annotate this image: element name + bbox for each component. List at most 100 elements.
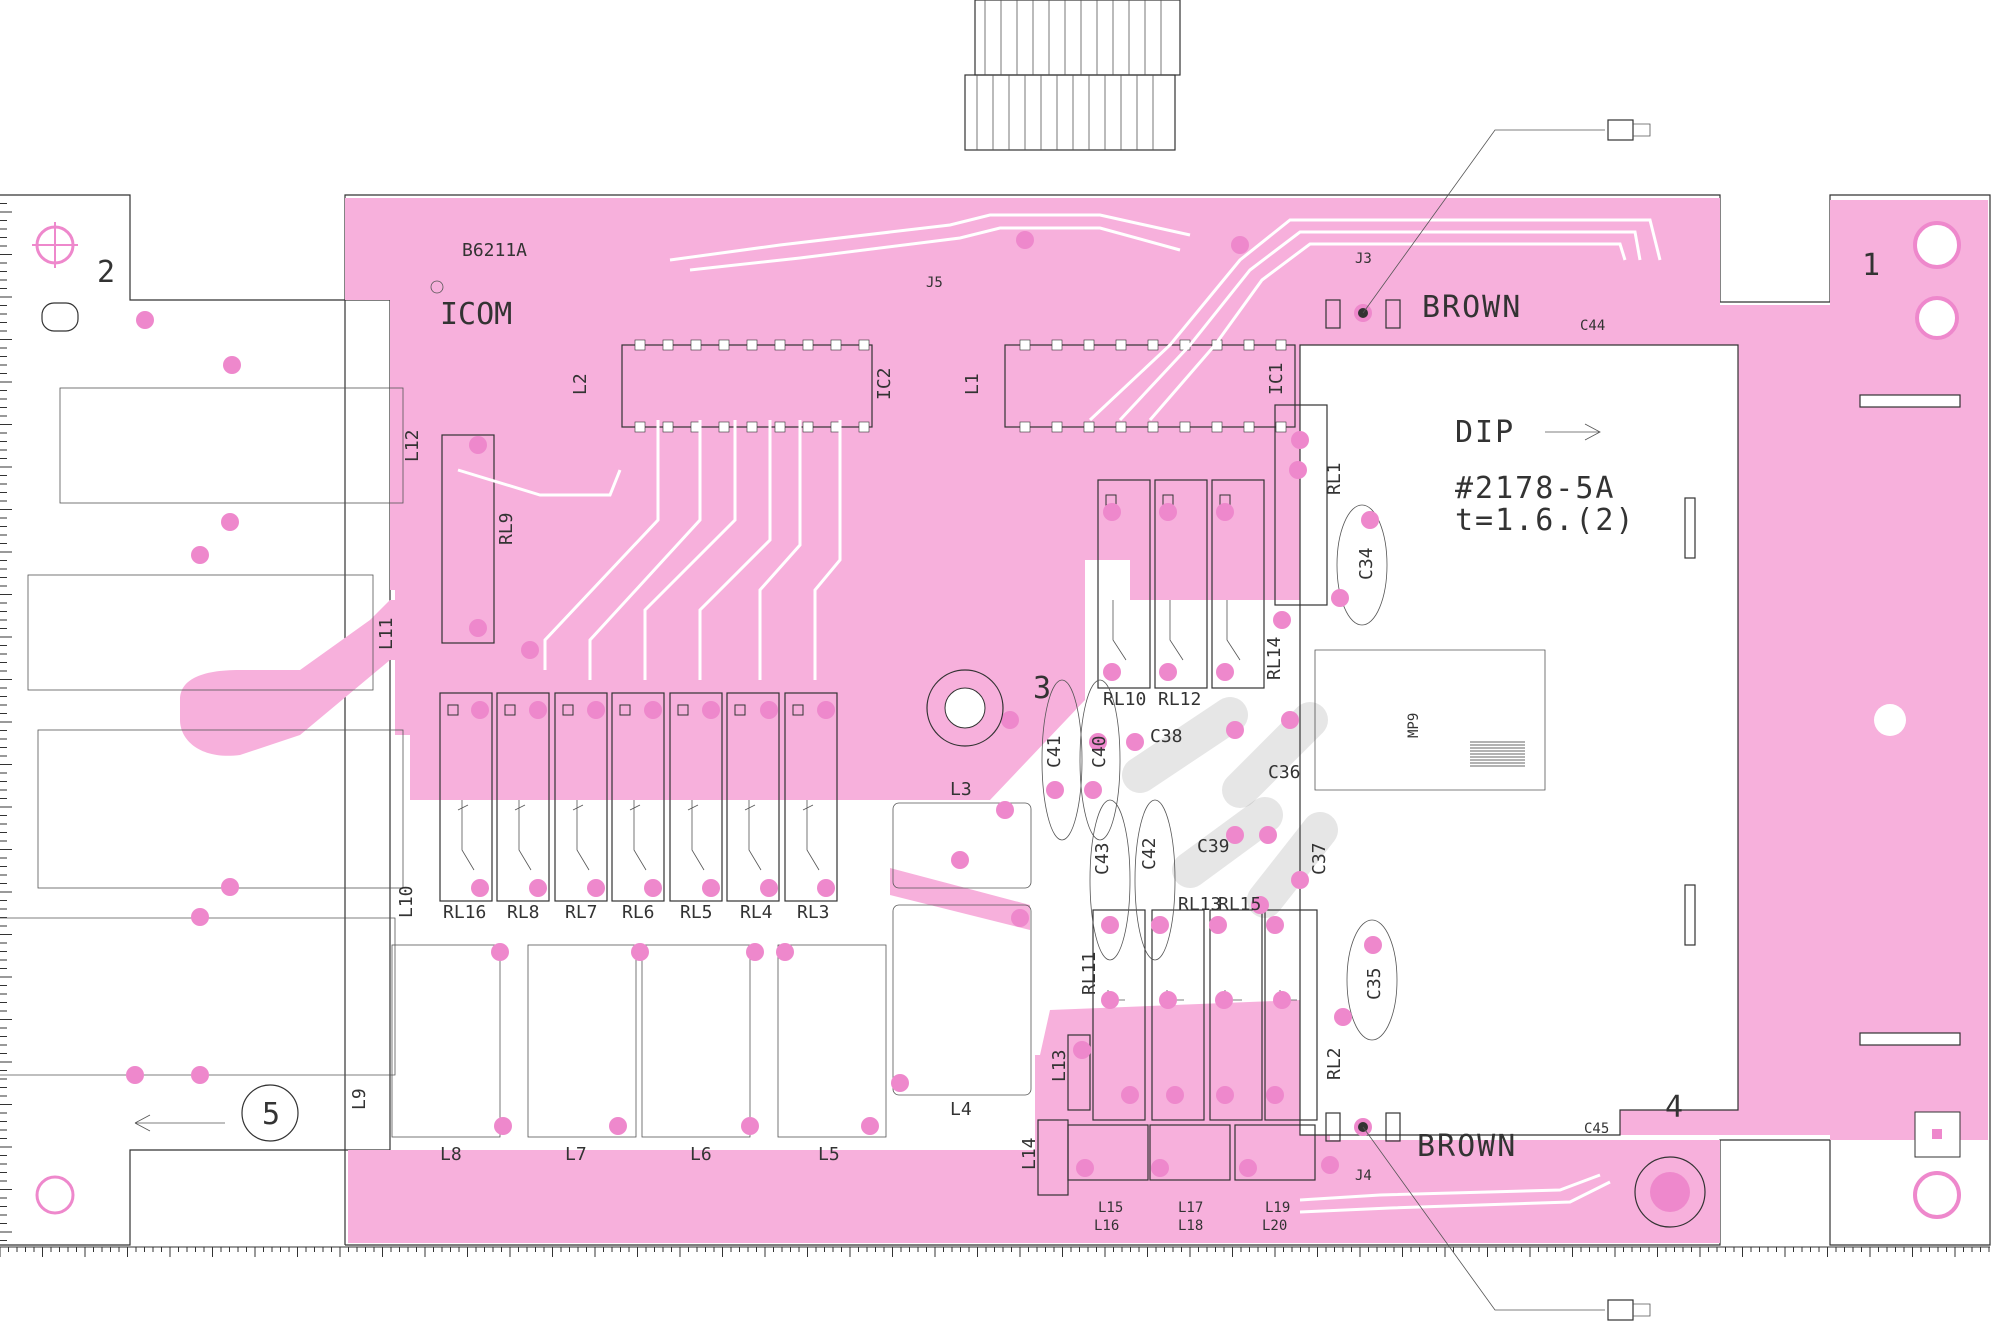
l14-label: L14 [1019, 1137, 1040, 1170]
ic-pin [634, 339, 646, 351]
ic-pin [718, 421, 730, 433]
pad [760, 701, 778, 719]
pad [1291, 871, 1309, 889]
thickness-label: t=1.6.(2) [1455, 503, 1636, 538]
l4-label: L4 [950, 1099, 972, 1120]
ic-pin [1147, 421, 1159, 433]
capacitor-outline [1336, 504, 1388, 626]
pad [1266, 1086, 1284, 1104]
pad [1273, 611, 1291, 629]
relay-switch [1112, 600, 1127, 661]
relay-body [611, 692, 665, 902]
ic-pin [690, 339, 702, 351]
pad [1226, 721, 1244, 739]
pad [1281, 711, 1299, 729]
l5-label: L5 [818, 1144, 840, 1165]
pad [191, 546, 209, 564]
c39-label: C39 [1197, 836, 1230, 857]
relay-switch [687, 800, 705, 871]
capacitor-outline [1346, 919, 1398, 1041]
ic-pin [1147, 339, 1159, 351]
relay-switch [1226, 600, 1241, 661]
l13-body [1067, 1034, 1091, 1111]
pad [587, 701, 605, 719]
relay-pin [734, 704, 746, 716]
ribbon-cable [964, 0, 1181, 151]
rl2-label: RL2 [1324, 1047, 1345, 1080]
pad [996, 801, 1014, 819]
pad [1159, 991, 1177, 1009]
l17-label: L17 [1178, 1200, 1203, 1216]
ic-pin [1083, 339, 1095, 351]
pad [1216, 503, 1234, 521]
relay-switch [457, 800, 475, 871]
relay-switch [514, 800, 532, 871]
rl15-label: RL15 [1218, 894, 1261, 915]
relay-switch [802, 800, 820, 871]
ic-pin [1083, 421, 1095, 433]
pad [191, 1066, 209, 1084]
inductor-body [777, 944, 887, 1138]
relay-pin [619, 704, 631, 716]
pad [1089, 733, 1107, 751]
connector-j4 [1325, 1112, 1651, 1321]
pad [529, 879, 547, 897]
j3-wire-color: BROWN [1422, 290, 1522, 325]
rl4-label: RL4 [740, 902, 773, 923]
l11-label: L11 [376, 617, 397, 650]
pad [126, 1066, 144, 1084]
ic-pin [718, 339, 730, 351]
c40-label: C40 [1089, 735, 1110, 768]
pad [741, 1117, 759, 1135]
part-number: #2178-5A [1455, 471, 1616, 506]
pad [521, 641, 539, 659]
pad [494, 1117, 512, 1135]
rl14-label: RL14 [1264, 637, 1285, 680]
pad [471, 879, 489, 897]
ic1-label: IC1 [1266, 362, 1287, 395]
pad [1126, 733, 1144, 751]
capacitor-outline [1079, 679, 1121, 841]
pad [1209, 916, 1227, 934]
relay-body [669, 692, 723, 902]
relay-body [1209, 909, 1263, 1121]
relay-body [784, 692, 838, 902]
pad [1101, 916, 1119, 934]
ic1-package [1004, 339, 1296, 433]
dip-label: DIP [1455, 415, 1515, 450]
pad [469, 619, 487, 637]
pad [1331, 589, 1349, 607]
ic-pin [802, 339, 814, 351]
ic-pin [1051, 421, 1063, 433]
mp9-label: MP9 [1406, 713, 1422, 738]
rl13-label: RL13 [1178, 894, 1221, 915]
j3-label: J3 [1355, 251, 1372, 267]
ic-pin [858, 339, 870, 351]
l4-outline [892, 904, 1032, 1096]
pad [1084, 781, 1102, 799]
j4-label: J4 [1355, 1168, 1372, 1184]
ic-pin [1115, 421, 1127, 433]
relay-pin [447, 704, 459, 716]
ic-pin [1019, 421, 1031, 433]
pad [1321, 1156, 1339, 1174]
pad [1266, 916, 1284, 934]
hole-2-label: 2 [97, 255, 117, 290]
relay-body [1092, 909, 1146, 1121]
capacitor-outline [1134, 799, 1176, 961]
ic-pin [1243, 339, 1255, 351]
l2-label: L2 [570, 373, 591, 395]
c44-label: C44 [1580, 318, 1605, 334]
hole-3-label: 3 [1033, 671, 1053, 706]
pad [1291, 431, 1309, 449]
board-cutouts [1299, 344, 1961, 1136]
dip-arrow-icon [1545, 423, 1601, 441]
relay-body [1154, 479, 1208, 689]
pad [471, 701, 489, 719]
capacitor-outline [1222, 702, 1328, 808]
coil-body [1149, 1124, 1231, 1181]
pad [1364, 936, 1382, 954]
inductor-boxes [391, 944, 887, 1138]
ic-pin [1243, 421, 1255, 433]
